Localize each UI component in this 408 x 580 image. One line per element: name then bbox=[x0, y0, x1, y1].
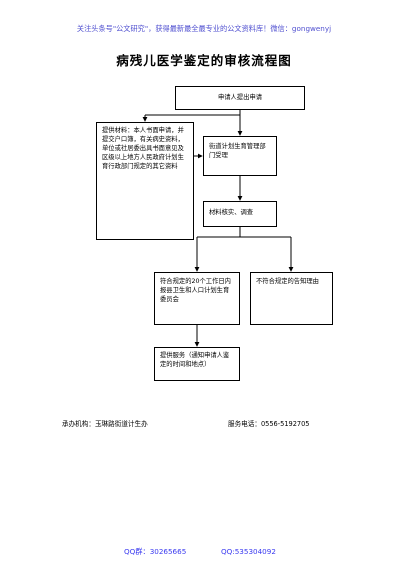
node-qualified: 符合规定的20个工作日内报县卫生和人口计划生育委员会 bbox=[154, 272, 240, 325]
node-apply: 申请人提出申请 bbox=[175, 86, 305, 110]
node-verify: 材料核实、调查 bbox=[203, 201, 277, 227]
footer-phone: 服务电话：0556-5192705 bbox=[228, 420, 310, 428]
node-subdistrict-accept: 街道计划生育管理部门受理 bbox=[203, 136, 277, 176]
page-title: 病残儿医学鉴定的审核流程图 bbox=[116, 53, 292, 68]
contact-qq: QQ:535304092 bbox=[221, 547, 276, 556]
contact-qq-group: QQ群：30265665 bbox=[124, 547, 187, 556]
node-unqualified: 不符合规定的告知理由 bbox=[250, 272, 333, 325]
node-service: 提供服务（通知申请人鉴定的时间和地点） bbox=[154, 347, 240, 381]
footer-office: 承办机构：玉琳路街道计生办 bbox=[62, 420, 148, 428]
header-notice: 关注头条号"公文研究"，获得最新最全最专业的公文资料库！微信：gongwenyj bbox=[76, 24, 332, 33]
node-materials: 提供材料：本人书面申请，并提交户口簿，有关病史资料，单位或社居委出具书面意见及区… bbox=[96, 122, 194, 240]
